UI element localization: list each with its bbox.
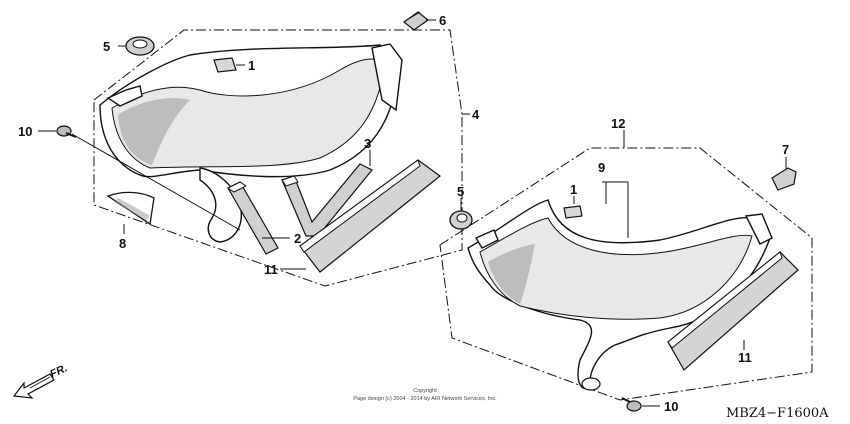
foam-11-right[interactable] <box>667 251 799 371</box>
right-side-cover-assembly <box>439 147 813 412</box>
rubber-2[interactable] <box>227 181 279 255</box>
callout-4: 4 <box>472 107 480 122</box>
left-cover-rear-flange <box>371 43 403 112</box>
callout-12: 12 <box>611 116 625 131</box>
right-cover-front-tab <box>474 229 499 249</box>
clip-6[interactable] <box>403 11 429 31</box>
right-cover-rear-tab <box>744 213 773 245</box>
foam-11-left[interactable] <box>299 159 441 273</box>
callout-labels: 5 1 6 4 10 3 8 2 11 12 9 7 5 1 11 10 <box>18 13 789 414</box>
bolt-10-right[interactable] <box>621 397 642 412</box>
right-cover-inner-panel <box>479 217 753 320</box>
callout-8: 8 <box>119 236 126 251</box>
diagram-code: MBZ4−F1600A <box>726 406 829 421</box>
callout-10-right: 10 <box>664 399 678 414</box>
left-cover-shading <box>118 98 190 165</box>
cushion-1-left[interactable] <box>213 57 237 73</box>
leader-lines <box>38 19 787 407</box>
callout-11-right: 11 <box>738 350 752 365</box>
rubber-3[interactable] <box>281 163 373 237</box>
left-side-cover-assembly <box>56 11 463 287</box>
grommet-5-right[interactable] <box>449 210 473 230</box>
left-group-outline <box>93 29 463 287</box>
callout-2: 2 <box>294 231 301 246</box>
emblem-8[interactable] <box>106 191 155 226</box>
right-group-outline <box>439 147 813 401</box>
callout-11-left: 11 <box>264 262 278 277</box>
callout-1-left: 1 <box>248 58 255 73</box>
cushion-1-right[interactable] <box>563 205 583 219</box>
callout-6: 6 <box>439 13 446 28</box>
callout-9: 9 <box>598 160 605 175</box>
clip-7[interactable] <box>771 167 797 191</box>
copyright-line-1: Copyright <box>413 388 437 394</box>
callout-5-right: 5 <box>457 184 464 199</box>
callout-7: 7 <box>782 142 789 157</box>
right-cover-shading <box>488 244 535 304</box>
front-label: FR. <box>48 362 69 380</box>
callout-10-left: 10 <box>18 124 32 139</box>
bolt-10-left[interactable] <box>56 125 77 138</box>
left-cover-upper-tab <box>106 85 143 107</box>
callout-5-left: 5 <box>103 39 110 54</box>
copyright-line-2: Page design (c) 2004 - 2014 by ARI Netwo… <box>353 396 497 402</box>
grommet-5-left[interactable] <box>125 36 155 56</box>
callout-3: 3 <box>364 136 371 151</box>
front-direction-indicator: FR. <box>12 362 69 399</box>
left-cover-lower-tab <box>199 167 242 243</box>
callout-1-right: 1 <box>570 182 577 197</box>
right-cover-mounting-eye <box>581 377 601 391</box>
